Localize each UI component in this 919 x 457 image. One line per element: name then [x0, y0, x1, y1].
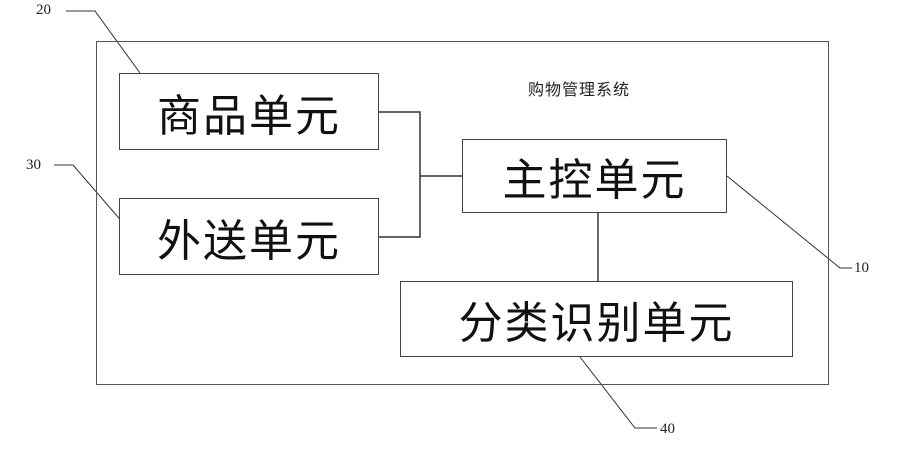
ref-label-10: 10 [854, 260, 869, 277]
goods-unit-box: 商品单元 [119, 73, 379, 150]
goods-unit-label: 商品单元 [157, 80, 341, 144]
classify-unit-box: 分类识别单元 [400, 281, 793, 357]
ref-label-40: 40 [660, 421, 675, 438]
main-control-unit-label: 主控单元 [503, 144, 687, 208]
ref-label-20: 20 [36, 2, 51, 19]
classify-unit-label: 分类识别单元 [459, 287, 735, 351]
delivery-unit-label: 外送单元 [157, 205, 341, 269]
system-title: 购物管理系统 [528, 76, 630, 100]
ref-label-30: 30 [26, 157, 41, 174]
main-control-unit-box: 主控单元 [462, 139, 727, 213]
delivery-unit-box: 外送单元 [119, 198, 379, 275]
